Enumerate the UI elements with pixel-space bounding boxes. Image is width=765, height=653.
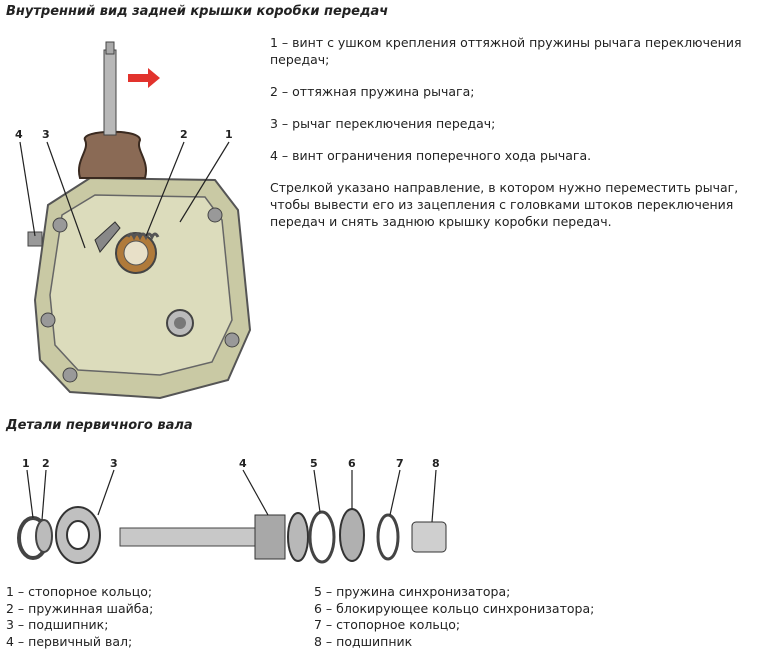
callout-line — [97, 469, 115, 516]
shift-stick — [103, 49, 117, 136]
legend-item: 4 – первичный вал; — [6, 633, 133, 649]
legend-item: 2 – оттяжная пружина рычага; — [270, 84, 475, 99]
shaft-legend-left: 1 – стопорное кольцо; 2 – пружинная шайб… — [6, 584, 153, 650]
section1-title: Внутренний вид задней крышки коробки пер… — [6, 4, 389, 19]
stick-tip — [105, 41, 115, 55]
callout-2: 2 — [42, 457, 50, 470]
callout-4: 4 — [239, 457, 247, 470]
legend-item: 3 – рычаг переключения передач; — [270, 116, 496, 131]
section2-title: Детали первичного вала — [6, 418, 193, 433]
bolt-hole — [207, 207, 223, 223]
shift-lever — [94, 221, 121, 253]
direction-arrow-icon — [128, 68, 160, 88]
bolt-hole — [52, 217, 68, 233]
legend-item: 1 – стопорное кольцо; — [6, 584, 153, 599]
bottom-callout-lines — [26, 469, 437, 523]
bolt-hole — [224, 332, 240, 348]
legend-item: 1 – винт с ушком крепления оттяжной пруж… — [270, 35, 742, 67]
callout-7: 7 — [396, 457, 404, 470]
callout-3: 3 — [110, 457, 118, 470]
callout-line — [313, 469, 321, 513]
cover-inner-flange — [49, 194, 233, 376]
legend-item: 8 – подшипник — [314, 633, 413, 649]
rubber-boot — [77, 130, 148, 179]
spring-washer — [35, 519, 53, 553]
callout-3: 3 — [42, 128, 50, 141]
blocker-ring — [339, 508, 365, 562]
shaft-gear — [254, 514, 286, 560]
limit-screw — [27, 231, 43, 247]
legend-item: 7 – стопорное кольцо; — [314, 617, 461, 632]
retaining-ring — [376, 513, 400, 561]
legend-item: 6 – блокирующее кольцо синхронизатора; — [314, 600, 595, 616]
top-callout-lines — [19, 141, 230, 249]
boss-hole — [174, 317, 186, 329]
callout-line — [19, 141, 36, 237]
legend-item: 4 – винт ограничения поперечного хода ры… — [270, 148, 592, 163]
callout-1: 1 — [225, 128, 233, 141]
bolt-hole — [40, 312, 56, 328]
synchro-spring — [308, 510, 336, 564]
callout-line — [431, 469, 437, 523]
legend-item: 3 – подшипник; — [6, 617, 109, 632]
arrow-note: Стрелкой указано направление, в котором … — [270, 180, 739, 229]
shaft-parts-illustration — [17, 506, 447, 564]
shaft-legend-right: 5 – пружина синхронизатора; 6 – блокирую… — [314, 584, 594, 650]
callout-line — [179, 141, 230, 223]
callout-2: 2 — [180, 128, 188, 141]
callout-5: 5 — [310, 457, 318, 470]
callout-4: 4 — [15, 128, 23, 141]
callout-line — [41, 469, 47, 521]
needle-bearing — [411, 521, 447, 553]
lever-spring — [126, 232, 160, 241]
callout-line — [389, 469, 401, 516]
callout-line — [46, 141, 86, 249]
callout-line — [242, 469, 269, 516]
callout-6: 6 — [348, 457, 356, 470]
input-shaft — [119, 527, 266, 547]
gearbox-cover-illustration — [27, 41, 252, 400]
legend-item: 5 – пружина синхронизатора; — [314, 584, 511, 599]
callout-8: 8 — [432, 457, 440, 470]
callout-line — [145, 141, 185, 237]
bearing-bore — [66, 520, 90, 550]
legend-item: 2 – пружинная шайба; — [6, 600, 154, 616]
shaft-crown — [287, 512, 309, 562]
gearbox-cover-legend: 1 – винт с ушком крепления оттяжной пруж… — [270, 34, 760, 245]
bearing-seat-center — [123, 240, 149, 266]
callout-1: 1 — [22, 457, 30, 470]
bolt-hole — [62, 367, 78, 383]
callout-line — [26, 469, 34, 519]
